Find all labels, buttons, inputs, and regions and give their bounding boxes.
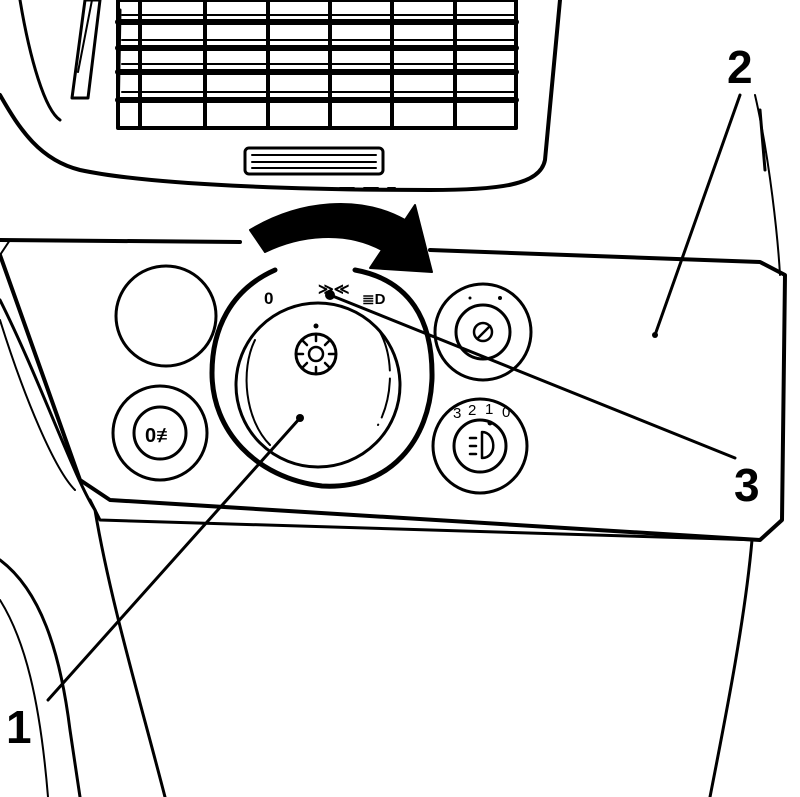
- fog-button-symbol: 0≢: [145, 425, 176, 447]
- leader-line-3: [328, 293, 737, 460]
- blank-button[interactable]: [114, 264, 218, 368]
- range-level-2: 2: [468, 402, 476, 419]
- lower-console: [93, 508, 167, 797]
- headlight-range-icon: [468, 430, 495, 460]
- range-level-1: 1: [485, 401, 493, 418]
- rotation-arrow: [249, 202, 433, 273]
- housing-outline: [0, 0, 562, 192]
- main-light-switch[interactable]: [209, 267, 435, 489]
- fog-light-button[interactable]: [111, 384, 209, 482]
- range-level-3: 3: [453, 405, 461, 422]
- callout-3: 3: [734, 459, 760, 511]
- headlight-sun-icon: [296, 334, 336, 374]
- range-level-0: 0: [502, 404, 510, 421]
- dimmer-control[interactable]: [433, 282, 533, 382]
- housing-inner-line: [18, 0, 62, 122]
- dial-mark-low-beam: ≣D: [362, 291, 386, 308]
- dimmer-icon: [472, 321, 494, 343]
- headlight-range-control[interactable]: [431, 397, 529, 495]
- callout-1: 1: [6, 701, 32, 753]
- dial-mark-off: 0: [264, 289, 273, 308]
- callout-2: 2: [727, 41, 753, 93]
- air-vent: [115, 0, 519, 130]
- leader-line-1: [46, 416, 302, 702]
- lower-grille: [243, 146, 385, 176]
- vent-adjuster-tab: [70, 0, 102, 100]
- switch-panel: [0, 238, 787, 542]
- leader-line-2: [653, 93, 742, 337]
- dial-mark-parking: ≫≪: [318, 281, 349, 298]
